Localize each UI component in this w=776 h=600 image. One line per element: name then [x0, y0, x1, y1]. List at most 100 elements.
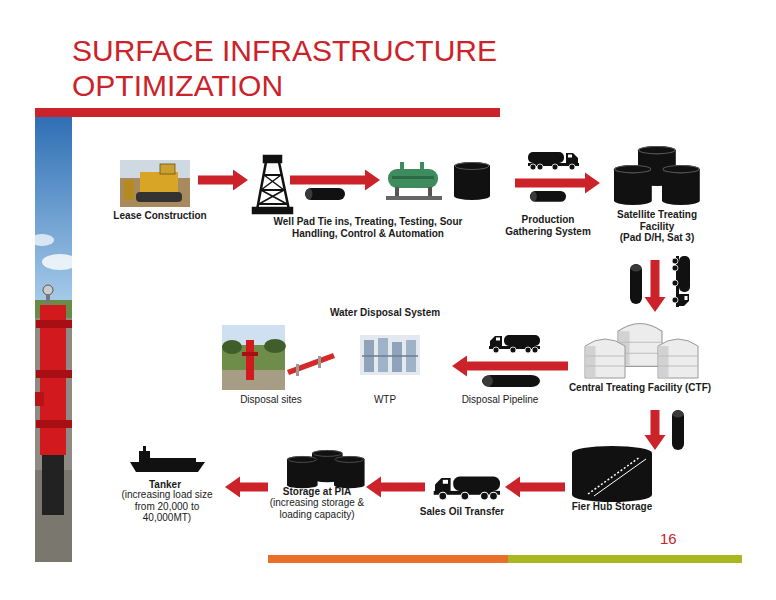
stage-note: (Pad D/H, Sat 3): [605, 232, 709, 244]
pipe-symbol: [482, 375, 540, 387]
stage-label: Fier Hub Storage: [562, 501, 662, 513]
stage-node: Lease Construction: [118, 156, 198, 226]
stage-label: Tanker: [135, 479, 195, 491]
flow-arrow: [198, 170, 248, 191]
flow-arrow: [366, 477, 425, 498]
stage-label: Lease Construction: [104, 210, 216, 222]
stage-node: Storage at PIA(increasing storage & load…: [268, 450, 366, 526]
water-treatment-photo: [360, 335, 420, 375]
wellhead-flange: [36, 320, 72, 328]
stage-note: (increasing storage & loading capacity): [265, 497, 369, 520]
page-number: 16: [660, 530, 677, 547]
slide-title: SURFACE INFRASTRUCTURE OPTIMIZATION: [72, 33, 532, 103]
ship-hull: [130, 462, 205, 472]
white-tank-symbol: [658, 339, 698, 378]
stage-label: Well Pad Tie ins, Treating, Testing, Sou…: [265, 216, 471, 239]
flow-arrow: [452, 356, 568, 377]
photo-wellhead: [246, 340, 254, 380]
tanker-truck-symbol: [672, 256, 690, 307]
photo-tree: [264, 339, 286, 353]
stage-node: WTP: [355, 330, 425, 408]
rig-leg: [257, 162, 289, 210]
rig-brace: [259, 175, 287, 204]
storage-tank-symbol: [572, 446, 652, 502]
stage-label: Storage at PIA: [272, 486, 362, 498]
separator-leg: [428, 187, 432, 197]
flow-arrow: [505, 477, 565, 498]
stage-node: Satellite Treating Facility(Pad D/H, Sat…: [600, 146, 706, 260]
gravel: [35, 117, 72, 562]
pipe-rack-post: [318, 356, 321, 368]
black-tank-symbol: [614, 165, 652, 205]
rig-crown: [264, 156, 281, 162]
stage-node: Fier Hub Storage: [565, 450, 660, 514]
wellhead-base: [42, 455, 64, 515]
flow-arrow: [225, 477, 268, 498]
ship-deck: [150, 458, 196, 462]
stage-label: WTP: [365, 394, 405, 406]
stage-label: Satellite Treating Facility: [611, 209, 703, 232]
separator-symbol: [386, 162, 442, 200]
rig-brace: [259, 175, 287, 204]
stage-label: Disposal sites: [231, 394, 311, 406]
stage-note: (increasing load size from 20,000 to 40,…: [117, 489, 217, 524]
pipe-symbol: [305, 188, 345, 200]
wtp-pipe: [362, 355, 418, 357]
pipe-symbol: [530, 191, 566, 202]
tanker-truck-symbol: [489, 335, 540, 353]
photo-ground: [222, 325, 285, 390]
black-tank-symbol: [287, 456, 318, 488]
dozer-track: [136, 192, 182, 202]
pipe-rack-symbol: [287, 353, 335, 376]
tank-stair: [588, 457, 640, 494]
ship-symbol: [130, 446, 205, 472]
pipe-symbol: [630, 264, 642, 304]
flow-arrow: [515, 173, 600, 194]
footer-bar: [508, 555, 742, 563]
stage-node: Tanker(increasing load size from 20,000 …: [110, 448, 225, 530]
tanker-truck-symbol: [528, 152, 579, 170]
tank-stair: [594, 459, 646, 496]
stage-label: Water Disposal System: [320, 307, 450, 319]
sky: [35, 117, 72, 307]
wellhead-flange: [36, 370, 72, 378]
ship-bridge: [139, 451, 150, 462]
stage-node: Disposal sites: [220, 322, 290, 408]
photo-background: [360, 335, 420, 375]
flow-arrow: [645, 410, 666, 450]
white-tank-symbol: [585, 339, 625, 378]
group-node: Water Disposal SystemDisposal sitesWTP: [218, 303, 452, 410]
connector-label: Production Gathering System: [502, 214, 594, 237]
photo-tree: [222, 340, 242, 354]
wtp-vessel: [378, 338, 388, 372]
pipe-rack-post: [296, 364, 299, 376]
gauge: [43, 285, 53, 295]
title-bar: [35, 108, 500, 117]
drilling-rig-symbol: [253, 156, 292, 213]
pipe-symbol: [672, 410, 684, 450]
black-tank-symbol: [662, 165, 700, 205]
tank-body: [572, 446, 652, 502]
stage-label: Sales Oil Transfer: [412, 506, 512, 518]
disposal-site-photo: [222, 325, 286, 390]
rig-base: [253, 208, 292, 213]
ship-funnel: [143, 446, 146, 452]
flow-arrow: [290, 170, 380, 191]
stage-node: Well Pad Tie ins, Treating, Testing, Sou…: [248, 150, 515, 242]
dozer-blade: [124, 180, 134, 200]
black-tank-symbol: [454, 162, 490, 200]
pipe-rack-bar: [287, 353, 335, 375]
stage-node: Central Treating Facility (CTF): [568, 312, 712, 410]
cloud: [30, 234, 54, 246]
separator-leg: [395, 187, 399, 197]
separator-band: [392, 176, 434, 179]
wellhead-flange: [36, 420, 72, 428]
wellhead-valve: [35, 392, 44, 406]
black-tank-symbol: [334, 456, 365, 488]
side-photo: [30, 117, 78, 562]
cloud: [42, 254, 78, 270]
separator-vessel: [388, 169, 438, 188]
photo-flange: [242, 352, 258, 356]
